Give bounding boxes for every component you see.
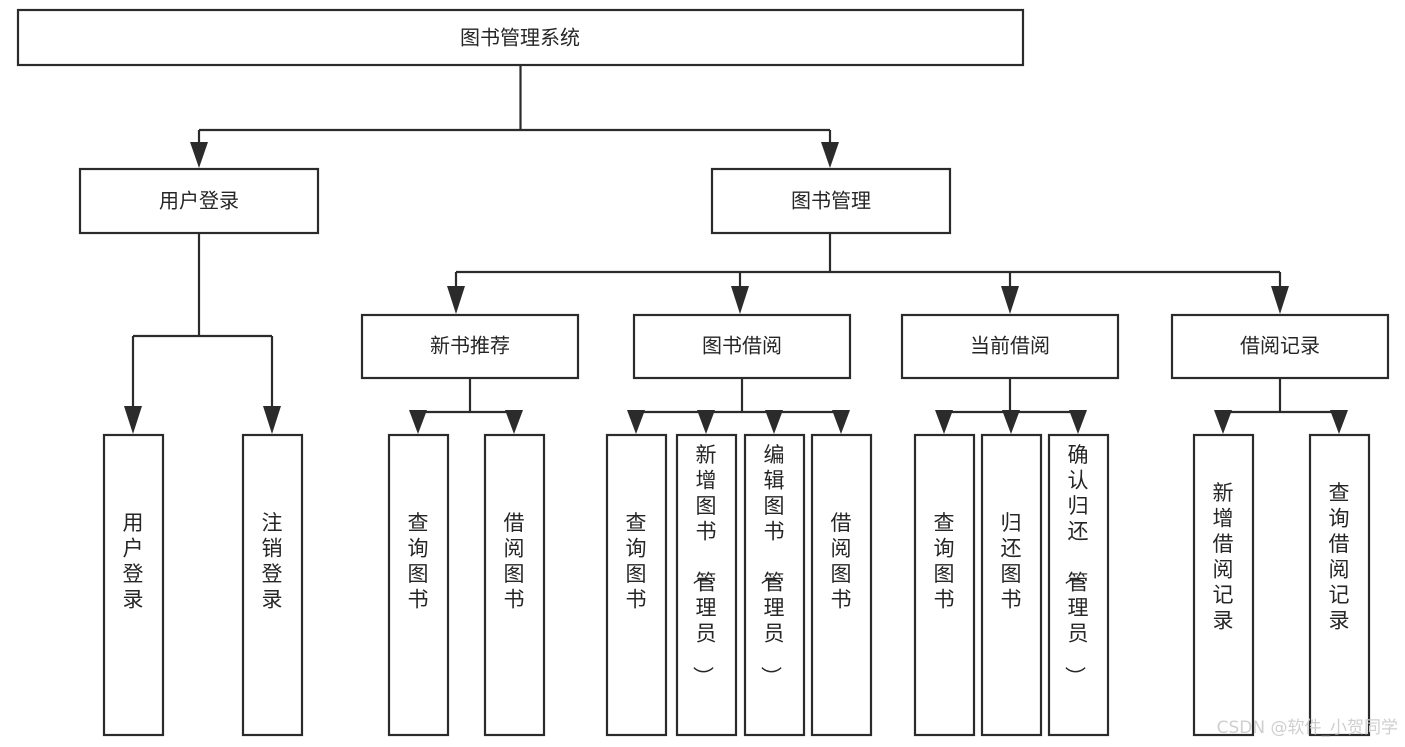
arrow-to-user-login [190, 142, 208, 168]
leaf-label-borrow-book-b: 借阅图书 [831, 511, 852, 612]
leaf-label-borrow-book-a: 借阅图书 [504, 511, 525, 612]
arrow-to-leaf-b0 [409, 410, 427, 434]
watermark-label: CSDN @软件_小贺同学 [1217, 718, 1398, 738]
arrow-to-current-borrow [1001, 286, 1019, 314]
leaf-node-logout[interactable] [241, 433, 304, 737]
leaf-node-user-login-box[interactable] [102, 433, 165, 737]
arrow-to-leaf-c1 [697, 410, 715, 434]
node-current-borrow[interactable]: 当前借阅 [900, 313, 1120, 380]
arrow-to-leaf-c3 [832, 410, 850, 434]
leaf-node-return-book-box[interactable] [980, 433, 1043, 737]
node-book-management[interactable]: 图书管理 [710, 167, 952, 235]
leaf-node-query-borrow-record-box[interactable] [1308, 433, 1371, 737]
leaf-node-query-book-c[interactable] [913, 433, 976, 737]
leaf-node-user-login[interactable] [102, 433, 165, 737]
node-user-login[interactable]: 用户登录 [78, 167, 320, 235]
leaf-label-query-book-b: 查询图书 [626, 511, 647, 612]
leaf-label-logout: 注销登录 [262, 511, 283, 612]
leaf-node-borrow-book-b-box[interactable] [810, 433, 873, 737]
arrow-to-leaf-b1 [505, 410, 523, 434]
leaf-node-query-book-b-box[interactable] [605, 433, 668, 737]
node-book-management-box[interactable] [710, 167, 952, 235]
node-book-borrow-box[interactable] [632, 313, 852, 380]
leaf-label-add-borrow-record: 新增借阅记录 [1213, 481, 1234, 633]
leaf-node-add-book[interactable] [675, 433, 738, 737]
arrow-to-leaf-a0 [124, 406, 142, 434]
leaf-label-user-login: 用户登录 [123, 511, 144, 612]
leaf-node-borrow-book-a[interactable] [483, 433, 546, 737]
arrow-to-leaf-d2 [1069, 410, 1087, 434]
leaf-label-layer: 用户登录 注销登录 查询图书 借阅图书 查询图书 新增图书（管理员） 编辑图书（… [123, 443, 1350, 687]
node-book-borrow-label: 图书借阅 [702, 334, 782, 358]
node-borrow-record-box[interactable] [1170, 313, 1390, 380]
node-new-book-recommend-label: 新书推荐 [430, 334, 510, 358]
leaf-label-return-book: 归还图书 [1001, 511, 1022, 612]
leaf-node-add-book-box[interactable] [675, 433, 738, 737]
connector-layer [124, 65, 1348, 434]
leaf-node-confirm-return[interactable] [1047, 433, 1110, 737]
leaf-node-return-book[interactable] [980, 433, 1043, 737]
leaf-label-query-book-c: 查询图书 [934, 511, 955, 612]
arrow-to-new-book-rec [447, 286, 465, 314]
arrow-to-leaf-d1 [1002, 410, 1020, 434]
node-borrow-record-label: 借阅记录 [1240, 334, 1320, 358]
arrow-to-borrow-record [1271, 286, 1289, 314]
leaf-node-query-book-a-box[interactable] [387, 433, 450, 737]
leaf-label-query-borrow-record: 查询借阅记录 [1329, 481, 1350, 633]
node-book-borrow[interactable]: 图书借阅 [632, 313, 852, 380]
arrow-to-book-mgmt [821, 142, 839, 168]
arrow-to-leaf-d0 [935, 410, 953, 434]
leaf-node-borrow-book-a-box[interactable] [483, 433, 546, 737]
node-root[interactable]: 图书管理系统 [16, 8, 1025, 67]
leaf-node-confirm-return-box[interactable] [1047, 433, 1110, 737]
node-new-book-recommend-box[interactable] [360, 313, 580, 380]
leaf-node-query-book-c-box[interactable] [913, 433, 976, 737]
node-root-label: 图书管理系统 [460, 26, 580, 50]
leaf-node-add-borrow-record-box[interactable] [1192, 433, 1255, 737]
leaf-label-edit-book: 编辑图书（管理员） [759, 443, 785, 687]
node-current-borrow-label: 当前借阅 [970, 334, 1050, 358]
leaf-node-query-book-b[interactable] [605, 433, 668, 737]
node-book-management-label: 图书管理 [791, 189, 871, 213]
leaf-node-edit-book[interactable] [743, 433, 806, 737]
leaf-label-confirm-return: 确认归还（管理员） [1063, 443, 1089, 687]
arrow-to-book-borrow [731, 286, 749, 314]
node-current-borrow-box[interactable] [900, 313, 1120, 380]
node-user-login-label: 用户登录 [159, 189, 239, 213]
node-user-login-box[interactable] [78, 167, 320, 235]
leaf-node-edit-book-box[interactable] [743, 433, 806, 737]
arrow-to-leaf-c0 [627, 410, 645, 434]
arrow-to-leaf-a1 [263, 406, 281, 434]
leaf-node-query-borrow-record[interactable] [1308, 433, 1371, 737]
leaf-label-query-book-a: 查询图书 [408, 511, 429, 612]
node-borrow-record[interactable]: 借阅记录 [1170, 313, 1390, 380]
node-root-box[interactable] [16, 8, 1025, 67]
arrow-to-leaf-e0 [1214, 410, 1232, 434]
arrow-to-leaf-c2 [765, 410, 783, 434]
leaf-node-borrow-book-b[interactable] [810, 433, 873, 737]
leaf-node-add-borrow-record[interactable] [1192, 433, 1255, 737]
leaf-label-add-book: 新增图书（管理员） [691, 443, 717, 687]
leaf-node-logout-box[interactable] [241, 433, 304, 737]
leaf-node-query-book-a[interactable] [387, 433, 450, 737]
arrow-to-leaf-e1 [1330, 410, 1348, 434]
node-new-book-recommend[interactable]: 新书推荐 [360, 313, 580, 380]
